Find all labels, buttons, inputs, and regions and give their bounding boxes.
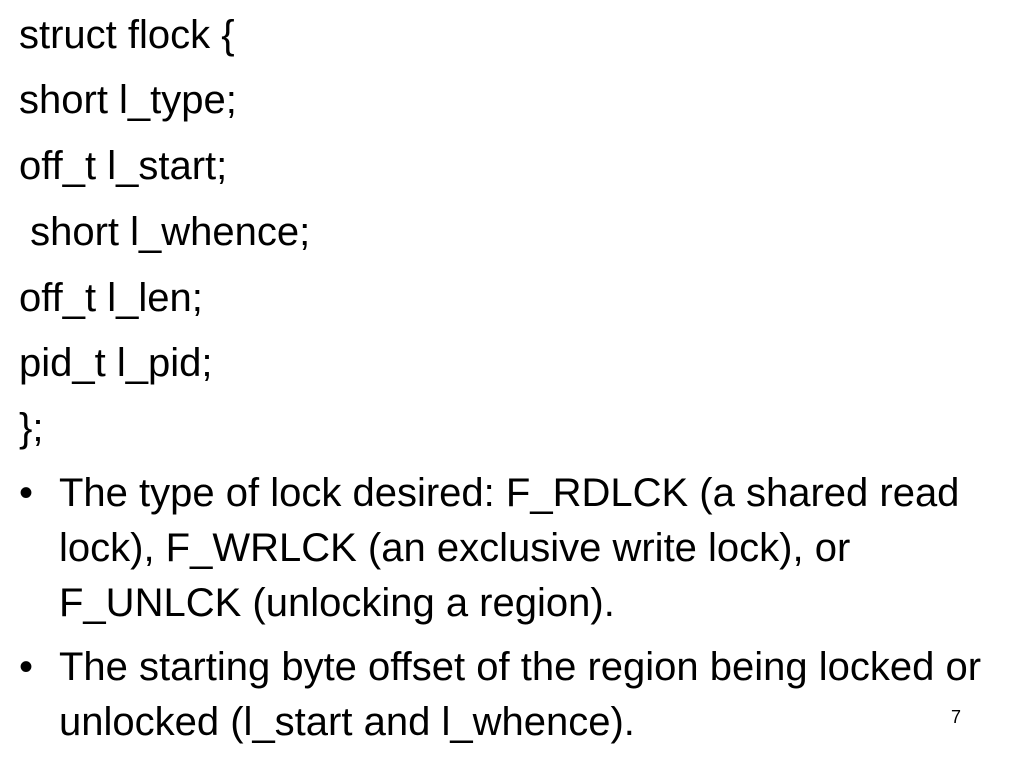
code-line-struct-open: struct flock { bbox=[19, 13, 235, 57]
bullet-start-offset-text: The starting byte offset of the region b… bbox=[59, 645, 982, 744]
code-line-l-len: off_t l_len; bbox=[19, 276, 203, 320]
code-line-struct-close: }; bbox=[19, 406, 44, 450]
bullet-lock-type-text: The type of lock desired: F_RDLCK (a sha… bbox=[59, 471, 960, 625]
bullet-lock-type: • The type of lock desired: F_RDLCK (a s… bbox=[19, 466, 994, 631]
bullet-dot-icon: • bbox=[19, 645, 34, 689]
code-line-l-type: short l_type; bbox=[19, 78, 237, 122]
bullet-start-offset: • The starting byte offset of the region… bbox=[19, 640, 994, 750]
code-line-l-pid: pid_t l_pid; bbox=[19, 341, 213, 385]
page-number: 7 bbox=[951, 707, 962, 727]
bullet-dot-icon: • bbox=[19, 471, 34, 515]
code-line-l-whence: short l_whence; bbox=[19, 210, 311, 254]
code-line-l-start: off_t l_start; bbox=[19, 144, 228, 188]
